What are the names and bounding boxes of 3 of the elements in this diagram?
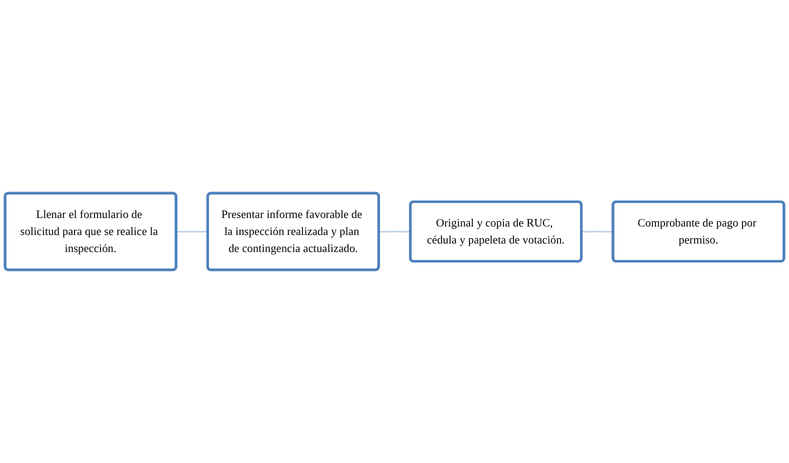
- connector: [582, 230, 614, 232]
- connector: [378, 230, 411, 232]
- connector: [176, 230, 208, 232]
